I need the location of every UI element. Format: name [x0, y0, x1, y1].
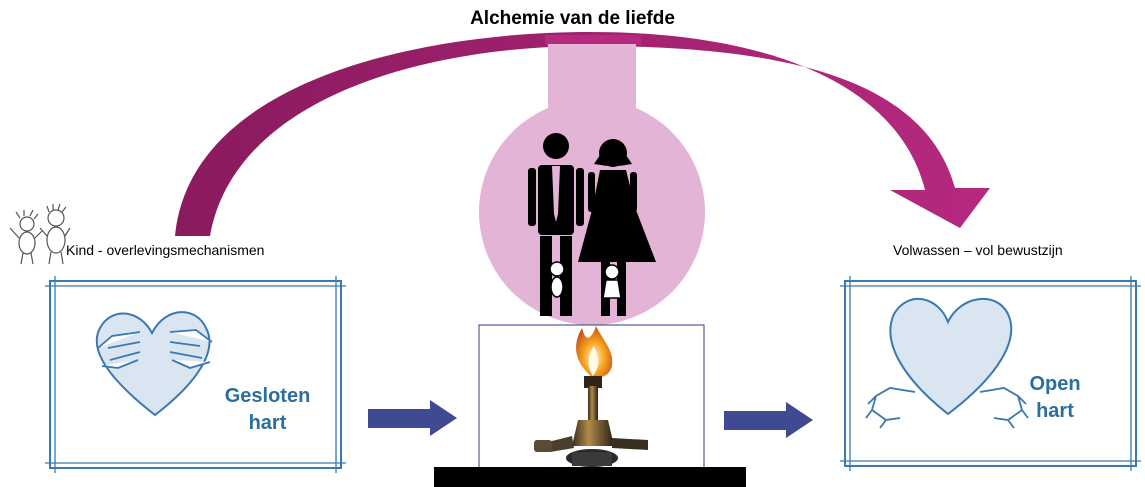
open-heart-label-line1: Open — [1029, 373, 1081, 395]
heart-icon — [95, 311, 211, 417]
open-hands-icon — [865, 387, 1029, 429]
right-caption: Volwassen – vol bewustzijn — [893, 242, 1063, 258]
flow-arrow-left — [368, 400, 457, 436]
children-sketch-icon — [9, 203, 71, 265]
left-caption: Kind - overlevingsmechanismen — [66, 242, 265, 258]
couple-icon — [528, 133, 656, 316]
bunsen-burner-icon — [478, 324, 705, 471]
black-stand — [434, 467, 746, 487]
right-frame — [840, 276, 1141, 471]
diagram-title: Alchemie van de liefde — [470, 8, 675, 29]
open-heart-label-line2: hart — [1036, 400, 1074, 422]
left-frame — [45, 276, 346, 473]
closed-heart-label-line2: hart — [248, 412, 287, 434]
hand-icon — [97, 329, 213, 369]
open-heart-icon — [889, 297, 1013, 416]
flow-arrow-right — [724, 402, 813, 438]
closed-heart-label-line1: Gesloten — [224, 385, 311, 407]
